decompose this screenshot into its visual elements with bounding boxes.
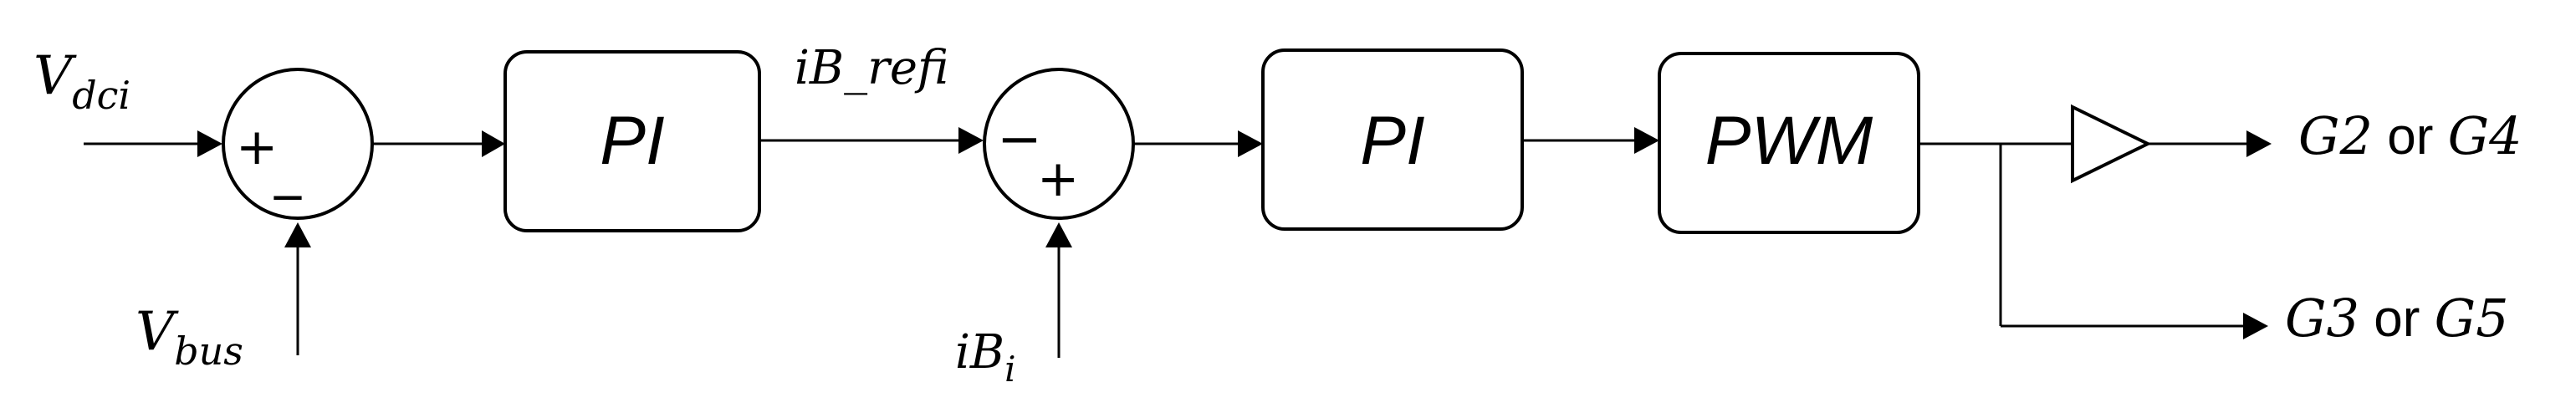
top-output-g-b: G4	[2448, 105, 2522, 166]
vdc-label-base: V	[33, 45, 77, 107]
sum1-plus-sign: +	[236, 118, 278, 176]
bottom-output-g-a: G3	[2285, 288, 2359, 349]
top-output-arrowhead	[2246, 130, 2272, 157]
summing-junction-1	[222, 68, 374, 220]
vbus-label-base: V	[135, 301, 179, 363]
sum2-to-pi2-arrowhead	[1238, 130, 1263, 157]
bottom-output-g-b: G5	[2435, 288, 2509, 349]
top-output-label: G2 or G4	[2298, 105, 2522, 166]
ib-input-arrowhead	[1045, 222, 1072, 247]
vbus-label-sub: bus	[174, 329, 243, 374]
ib-label: iBi	[955, 325, 1016, 390]
pwm-block-label: PWM	[1705, 103, 1873, 179]
bottom-output-or: or	[2359, 290, 2435, 348]
sum1-to-pi1-arrowhead	[482, 130, 505, 157]
pi2-to-pwm-arrowhead	[1634, 127, 1659, 154]
vbus-label: Vbus	[135, 301, 243, 374]
bottom-output-arrowhead	[2243, 313, 2268, 339]
sum2-plus-sign: +	[1037, 150, 1079, 208]
pi2-block-label: PI	[1360, 103, 1424, 179]
bottom-output-label: G3 or G5	[2285, 288, 2509, 349]
vbus-input-arrowhead	[284, 222, 311, 247]
vdc-label-sub: dci	[72, 73, 130, 118]
sum1-minus-sign: _	[273, 139, 302, 201]
ib-label-sub: i	[1004, 349, 1015, 390]
top-output-or: or	[2373, 108, 2448, 166]
sum2-minus-sign: −	[997, 109, 1042, 171]
pi1-to-sum2-arrowhead	[958, 127, 984, 154]
ib-label-base: iB	[955, 325, 1004, 380]
summing-junction-2	[983, 68, 1135, 220]
ib-ref-label: iB_refi	[795, 41, 948, 95]
pi1-block-label: PI	[600, 103, 664, 179]
vdc-label: Vdci	[33, 45, 130, 118]
vdc-input-arrowhead	[197, 130, 222, 157]
buffer-triangle	[2071, 104, 2152, 184]
top-output-g-a: G2	[2298, 105, 2373, 166]
